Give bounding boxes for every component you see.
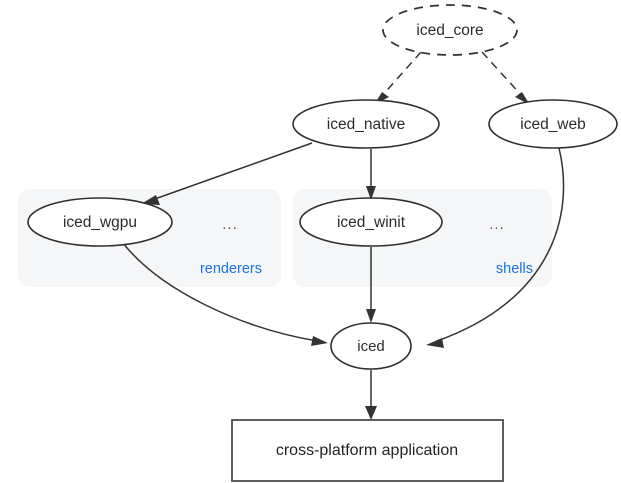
node-application[interactable]: [231, 419, 504, 482]
node-iced-web-label: iced_web: [520, 116, 586, 133]
arrow-head-iced-to-application: [365, 406, 377, 420]
node-iced-web[interactable]: [488, 99, 618, 149]
arrow-head-iced-wgpu-to-iced: [311, 336, 328, 346]
arrow-head-iced-native-to-iced-winit: [366, 186, 376, 200]
cluster-renderers-ellipsis: ...: [222, 216, 238, 233]
edge-iced-native-to-iced-wgpu: [151, 142, 313, 201]
edge-iced-core-to-iced-native: [380, 51, 422, 98]
edge-iced-wgpu-to-iced: [122, 242, 318, 342]
node-iced[interactable]: [330, 322, 412, 370]
node-iced-core-label: iced_core: [416, 22, 483, 39]
node-iced-native-label: iced_native: [327, 116, 405, 133]
node-iced-winit[interactable]: [299, 197, 443, 247]
node-iced-wgpu[interactable]: [27, 197, 173, 247]
node-iced-core[interactable]: [382, 4, 518, 56]
node-iced-wgpu-label: iced_wgpu: [63, 214, 137, 231]
cluster-shells-ellipsis: ...: [489, 216, 505, 233]
node-iced-native[interactable]: [292, 99, 440, 149]
cluster-renderers-label: renderers: [200, 261, 262, 277]
node-iced-label: iced: [357, 338, 385, 355]
node-application-label: cross-platform application: [276, 442, 458, 459]
node-iced-winit-label: iced_winit: [337, 214, 406, 231]
arrow-head-iced-web-to-iced: [426, 338, 444, 348]
arrow-head-iced-native-to-iced-wgpu: [141, 195, 160, 205]
cluster-shells-label: shells: [496, 261, 533, 277]
edge-iced-web-to-iced: [436, 147, 565, 342]
edge-iced-core-to-iced-web: [481, 51, 524, 98]
arrow-head-iced-winit-to-iced: [366, 309, 376, 323]
